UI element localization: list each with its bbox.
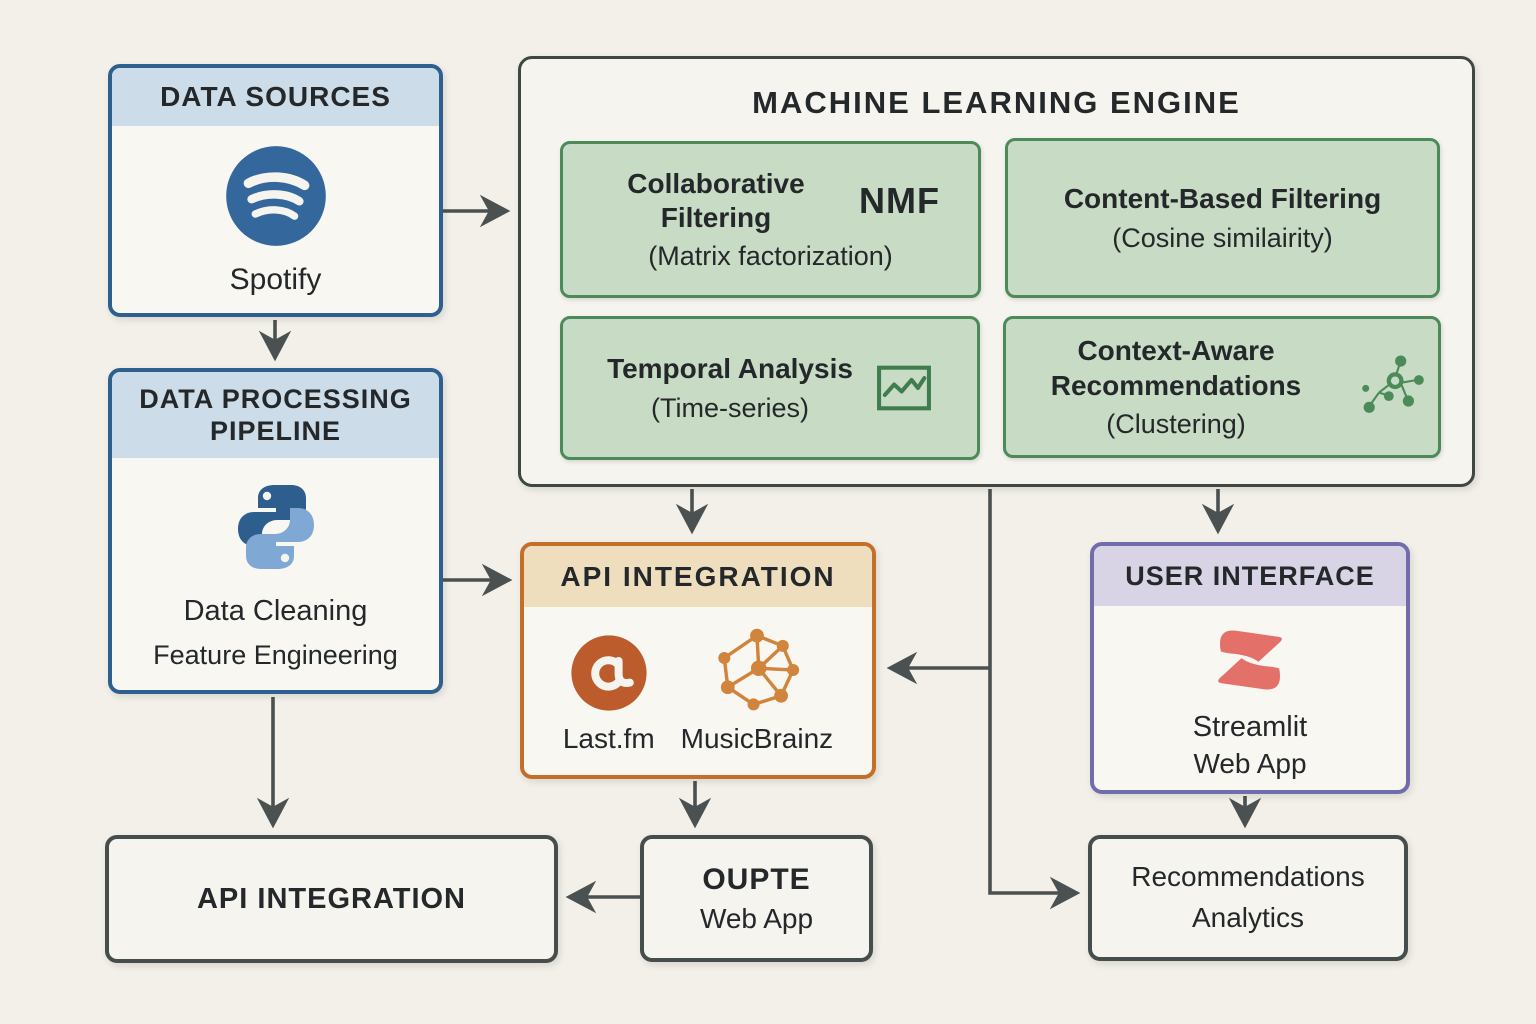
- analytics-label: Analytics: [1191, 902, 1305, 933]
- output-webapp-box: OUPTE Web App: [640, 835, 873, 962]
- recommendations-label: Recommendations: [1131, 861, 1365, 893]
- lastfm-icon: [571, 635, 647, 711]
- time-series-label: (Time-series): [651, 392, 809, 423]
- temporal-analysis-label: Temporal Analysis: [607, 353, 853, 385]
- api-integration-body: Last.fm: [524, 607, 872, 775]
- spotify-icon: [225, 145, 326, 246]
- collaborative-filtering-label: Collaborative Filtering: [627, 167, 805, 233]
- connector-mlengine-to-analytics: [988, 489, 1081, 910]
- user-interface-box: USER INTERFACE Streamlit Web App: [1090, 542, 1410, 794]
- cluster-icon: [1362, 355, 1424, 413]
- python-icon: [237, 485, 314, 569]
- output-webapp-label: Web App: [699, 902, 814, 934]
- data-cleaning-label: Data Cleaning: [183, 595, 368, 627]
- streamlit-label: Streamlit: [1192, 710, 1308, 743]
- user-interface-title: USER INTERFACE: [1094, 546, 1406, 606]
- temporal-analysis-cell: Temporal Analysis (Time-series): [560, 316, 980, 460]
- musicbrainz-icon: [718, 628, 800, 711]
- output-label: OUPTE: [702, 862, 811, 896]
- api-integration-box: API INTEGRATION Last.fm: [520, 542, 876, 779]
- data-sources-body: Spotify: [112, 126, 439, 313]
- lastfm-label: Last.fm: [562, 723, 655, 754]
- matrix-factorization-label: (Matrix factorization): [648, 241, 893, 272]
- user-interface-body: Streamlit Web App: [1094, 606, 1406, 790]
- nmf-label: NMF: [859, 180, 940, 221]
- spotify-label: Spotify: [229, 262, 322, 296]
- api-integration-title: API INTEGRATION: [524, 546, 872, 607]
- data-sources-box: DATA SOURCES Spotify: [108, 64, 443, 317]
- content-based-filtering-cell: Content-Based Filtering (Cosine similair…: [1005, 138, 1440, 298]
- data-processing-title: DATA PROCESSING PIPELINE: [112, 372, 439, 458]
- feature-engineering-label: Feature Engineering: [153, 640, 398, 670]
- streamlit-icon: [1218, 630, 1282, 689]
- ml-engine-title: MACHINE LEARNING ENGINE: [752, 85, 1241, 120]
- lastfm-service: Last.fm: [563, 633, 655, 755]
- cosine-similarity-label: (Cosine similairity): [1112, 222, 1333, 253]
- api-integration-bottom-label: API INTEGRATION: [196, 882, 467, 915]
- data-processing-body: Data Cleaning Feature Engineering: [112, 458, 439, 690]
- data-sources-title: DATA SOURCES: [112, 68, 439, 126]
- context-aware-label: Context-Aware Recommendations: [1050, 335, 1302, 401]
- webapp-label: Web App: [1193, 747, 1307, 779]
- collaborative-filtering-cell: Collaborative Filtering NMF (Matrix fact…: [560, 141, 981, 298]
- content-based-filtering-label: Content-Based Filtering: [1063, 183, 1382, 215]
- clustering-label: (Clustering): [1106, 408, 1246, 439]
- ml-engine-box: MACHINE LEARNING ENGINE Collaborative Fi…: [518, 56, 1475, 487]
- data-processing-box: DATA PROCESSING PIPELINE Data Cleaning F…: [108, 368, 443, 694]
- recommendations-analytics-box: Recommendations Analytics: [1088, 835, 1408, 961]
- musicbrainz-label: MusicBrainz: [680, 723, 834, 754]
- musicbrainz-service: MusicBrainz: [681, 627, 833, 755]
- api-integration-bottom-box: API INTEGRATION: [105, 835, 558, 963]
- line-chart-icon: [876, 365, 931, 411]
- context-aware-cell: Context-Aware Recommendations (Clusterin…: [1003, 316, 1441, 458]
